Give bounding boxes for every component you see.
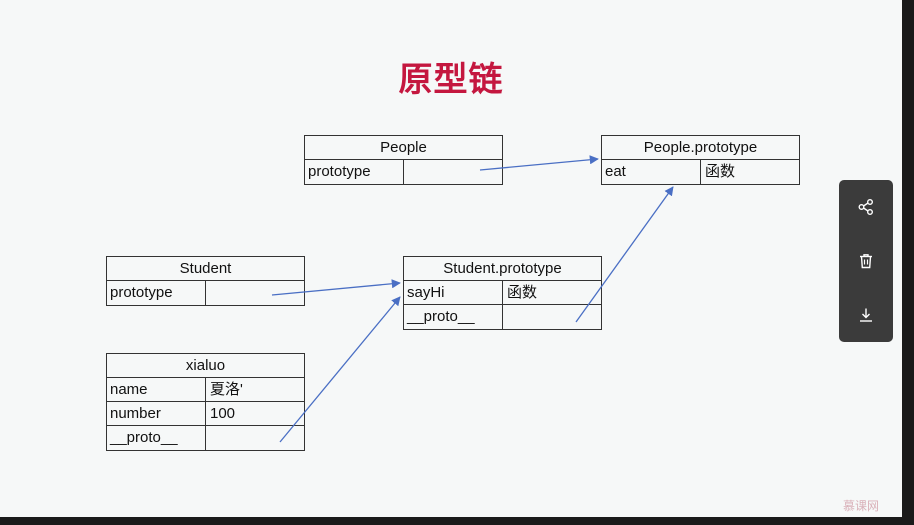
row-key: prototype <box>107 281 206 305</box>
box-student: Student prototype <box>106 256 305 306</box>
box-row: name 夏洛' <box>107 378 304 402</box>
box-header: xialuo <box>107 354 304 378</box>
box-row: __proto__ <box>107 426 304 450</box>
row-value: 函数 <box>705 163 736 180</box>
box-student-prototype: Student.prototype sayHi 函数 __proto__ <box>403 256 602 330</box>
box-row: prototype <box>305 160 502 184</box>
arrows-layer <box>271 155 674 443</box>
box-xialuo: xialuo name 夏洛' number 100 __proto__ <box>106 353 305 451</box>
row-value: 夏洛' <box>210 381 243 398</box>
row-key: eat <box>602 160 701 184</box>
row-key: prototype <box>305 160 404 184</box>
box-row: __proto__ <box>404 305 601 329</box>
download-icon <box>860 308 872 322</box>
row-key: __proto__ <box>107 426 206 450</box>
row-key: __proto__ <box>404 305 503 329</box>
box-row: number 100 <box>107 402 304 426</box>
arrow-student-to-student-prototype <box>271 279 401 296</box>
box-row: eat 函数 <box>602 160 799 184</box>
trash-icon <box>860 254 872 269</box>
row-key: number <box>107 402 206 425</box>
box-header: Student.prototype <box>404 257 601 281</box>
box-header: People <box>305 136 502 160</box>
row-value: 100 <box>210 405 236 422</box>
side-toolbar <box>839 180 893 342</box>
arrow-student-proto-to-people-prototype <box>575 186 674 323</box>
box-row: prototype <box>107 281 304 305</box>
slide-canvas: 原型链 People prototype People.prototype ea… <box>0 0 902 517</box>
box-people: People prototype <box>304 135 503 185</box>
slide-title: 原型链 <box>398 60 504 100</box>
share-icon <box>858 199 873 215</box>
row-key: name <box>107 378 206 401</box>
delete-button[interactable] <box>851 246 881 276</box>
share-button[interactable] <box>851 192 881 222</box>
arrow-people-to-people-prototype <box>479 155 599 171</box>
download-button[interactable] <box>851 300 881 330</box>
box-people-prototype: People.prototype eat 函数 <box>601 135 800 185</box>
row-value: 函数 <box>507 284 538 301</box>
row-key: sayHi <box>404 281 503 304</box>
watermark-logo: 慕课网 <box>843 499 880 513</box>
box-row: sayHi 函数 <box>404 281 601 305</box>
arrow-xialuo-proto-to-student-prototype <box>279 296 401 443</box>
box-header: Student <box>107 257 304 281</box>
box-header: People.prototype <box>602 136 799 160</box>
